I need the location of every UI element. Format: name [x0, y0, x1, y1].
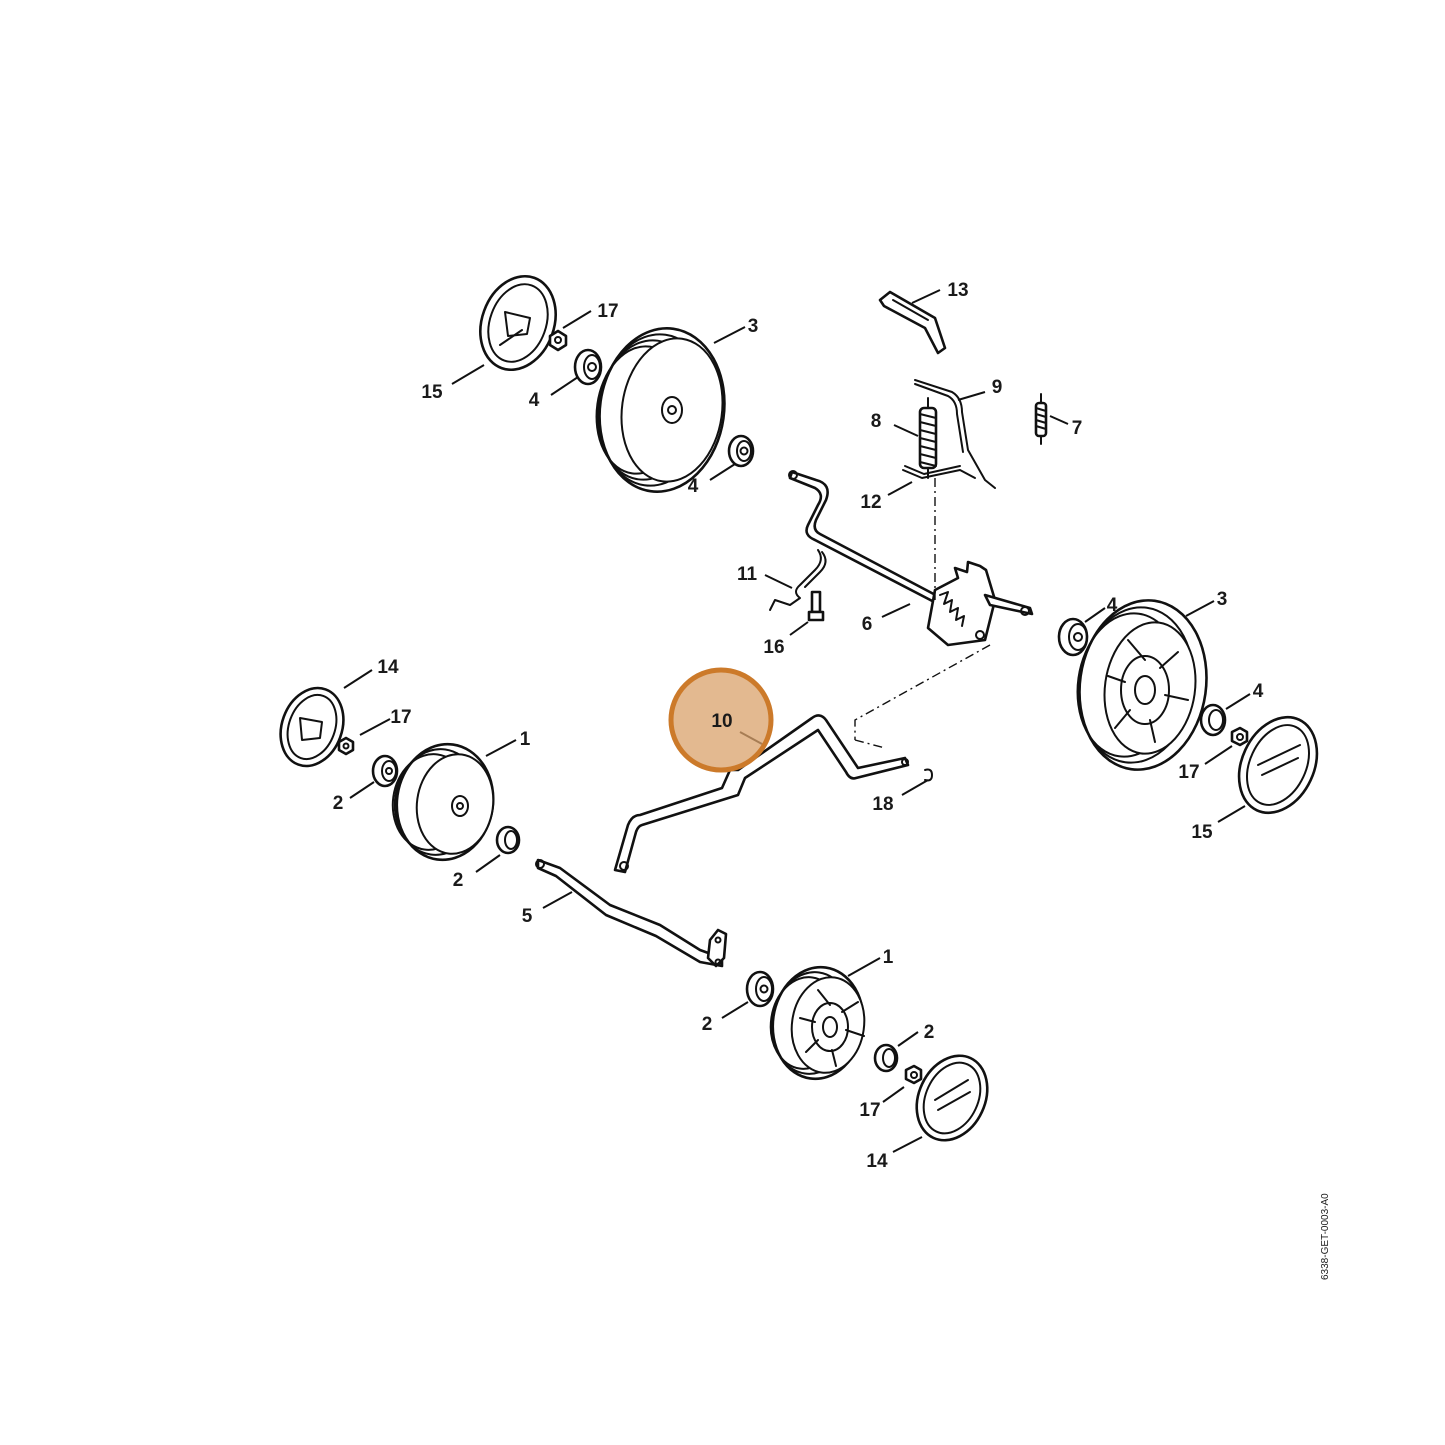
- document-number: 6338-GET-0003-A0: [1320, 1193, 1331, 1280]
- lever-12: [902, 465, 976, 479]
- hubcap-bottom: [915, 1054, 989, 1142]
- callout-18[interactable]: 18: [872, 794, 893, 815]
- ratchet-plate: [926, 560, 1034, 647]
- callout-7[interactable]: 7: [1072, 418, 1083, 439]
- hubcap-right: [1237, 715, 1319, 815]
- bearing-top-left-a: [573, 348, 603, 386]
- callout-11[interactable]: 11: [737, 564, 758, 585]
- callout-2-bottom-b[interactable]: 2: [924, 1022, 935, 1043]
- callout-3-top-left[interactable]: 3: [748, 316, 759, 337]
- spring-clip-11: [769, 549, 827, 611]
- callout-14-left[interactable]: 14: [377, 657, 399, 678]
- callout-17-top-left[interactable]: 17: [597, 301, 618, 322]
- callout-4-right-b[interactable]: 4: [1253, 681, 1264, 702]
- bearing-bottom-a: [745, 970, 775, 1008]
- highlight-circle-part-10: [668, 667, 774, 773]
- wheel-rear-right: [1076, 599, 1208, 771]
- callout-2-left-b[interactable]: 2: [453, 870, 464, 891]
- callout-4-right-a[interactable]: 4: [1107, 595, 1118, 616]
- callout-5[interactable]: 5: [522, 906, 533, 927]
- bearing-right-a: [1057, 617, 1089, 657]
- bearing-left-middle-a: [371, 754, 399, 788]
- nut-bottom: [904, 1064, 923, 1085]
- callout-labels: 15 17 3 4 4 13 9 7 8 12 11 6 16 4 3 4 17…: [333, 280, 1264, 1172]
- callout-4-top-left-b[interactable]: 4: [688, 476, 699, 497]
- callout-15-top-left[interactable]: 15: [421, 382, 443, 403]
- clip-13: [878, 290, 947, 355]
- nut-top-left: [548, 329, 568, 352]
- spring-wire-9: [914, 379, 996, 489]
- callout-2-bottom-a[interactable]: 2: [702, 1014, 713, 1035]
- front-axle-5: [535, 858, 728, 968]
- callout-9[interactable]: 9: [992, 377, 1003, 398]
- callout-12[interactable]: 12: [860, 492, 881, 513]
- tension-spring-7: [1034, 393, 1048, 445]
- callout-3-right[interactable]: 3: [1217, 589, 1228, 610]
- callout-1-left[interactable]: 1: [520, 729, 531, 750]
- wheel-rear-left: [595, 327, 726, 493]
- callout-17-right[interactable]: 17: [1178, 762, 1199, 783]
- nut-left-middle: [337, 736, 355, 756]
- hubcap-top-left: [479, 274, 557, 372]
- hubcap-left-middle: [279, 686, 345, 768]
- callout-17-bottom[interactable]: 17: [859, 1100, 880, 1121]
- tension-spring-8: [918, 397, 938, 479]
- callout-1-bottom[interactable]: 1: [883, 947, 894, 968]
- callout-16[interactable]: 16: [763, 637, 784, 658]
- callout-6[interactable]: 6: [862, 614, 873, 635]
- callout-2-left-a[interactable]: 2: [333, 793, 344, 814]
- screw-16: [807, 590, 825, 622]
- callout-15-right[interactable]: 15: [1191, 822, 1213, 843]
- callout-17-left[interactable]: 17: [390, 707, 411, 728]
- circlip-18: [924, 768, 933, 782]
- bearing-top-left-b: [727, 434, 755, 468]
- callout-4-top-left-a[interactable]: 4: [529, 390, 540, 411]
- bearing-bottom-b: [873, 1043, 899, 1073]
- bearing-right-b: [1199, 703, 1227, 737]
- bearing-left-middle-b: [495, 825, 521, 855]
- height-lever-10: [613, 714, 910, 874]
- leader-lines: [343, 289, 1251, 1153]
- wheel-front-left: [391, 742, 495, 862]
- callout-10[interactable]: 10: [711, 711, 732, 732]
- callout-14-bottom[interactable]: 14: [866, 1151, 888, 1172]
- wheel-front-right: [769, 965, 866, 1081]
- callout-8[interactable]: 8: [871, 411, 882, 432]
- callout-13[interactable]: 13: [947, 280, 968, 301]
- nut-right: [1230, 726, 1249, 747]
